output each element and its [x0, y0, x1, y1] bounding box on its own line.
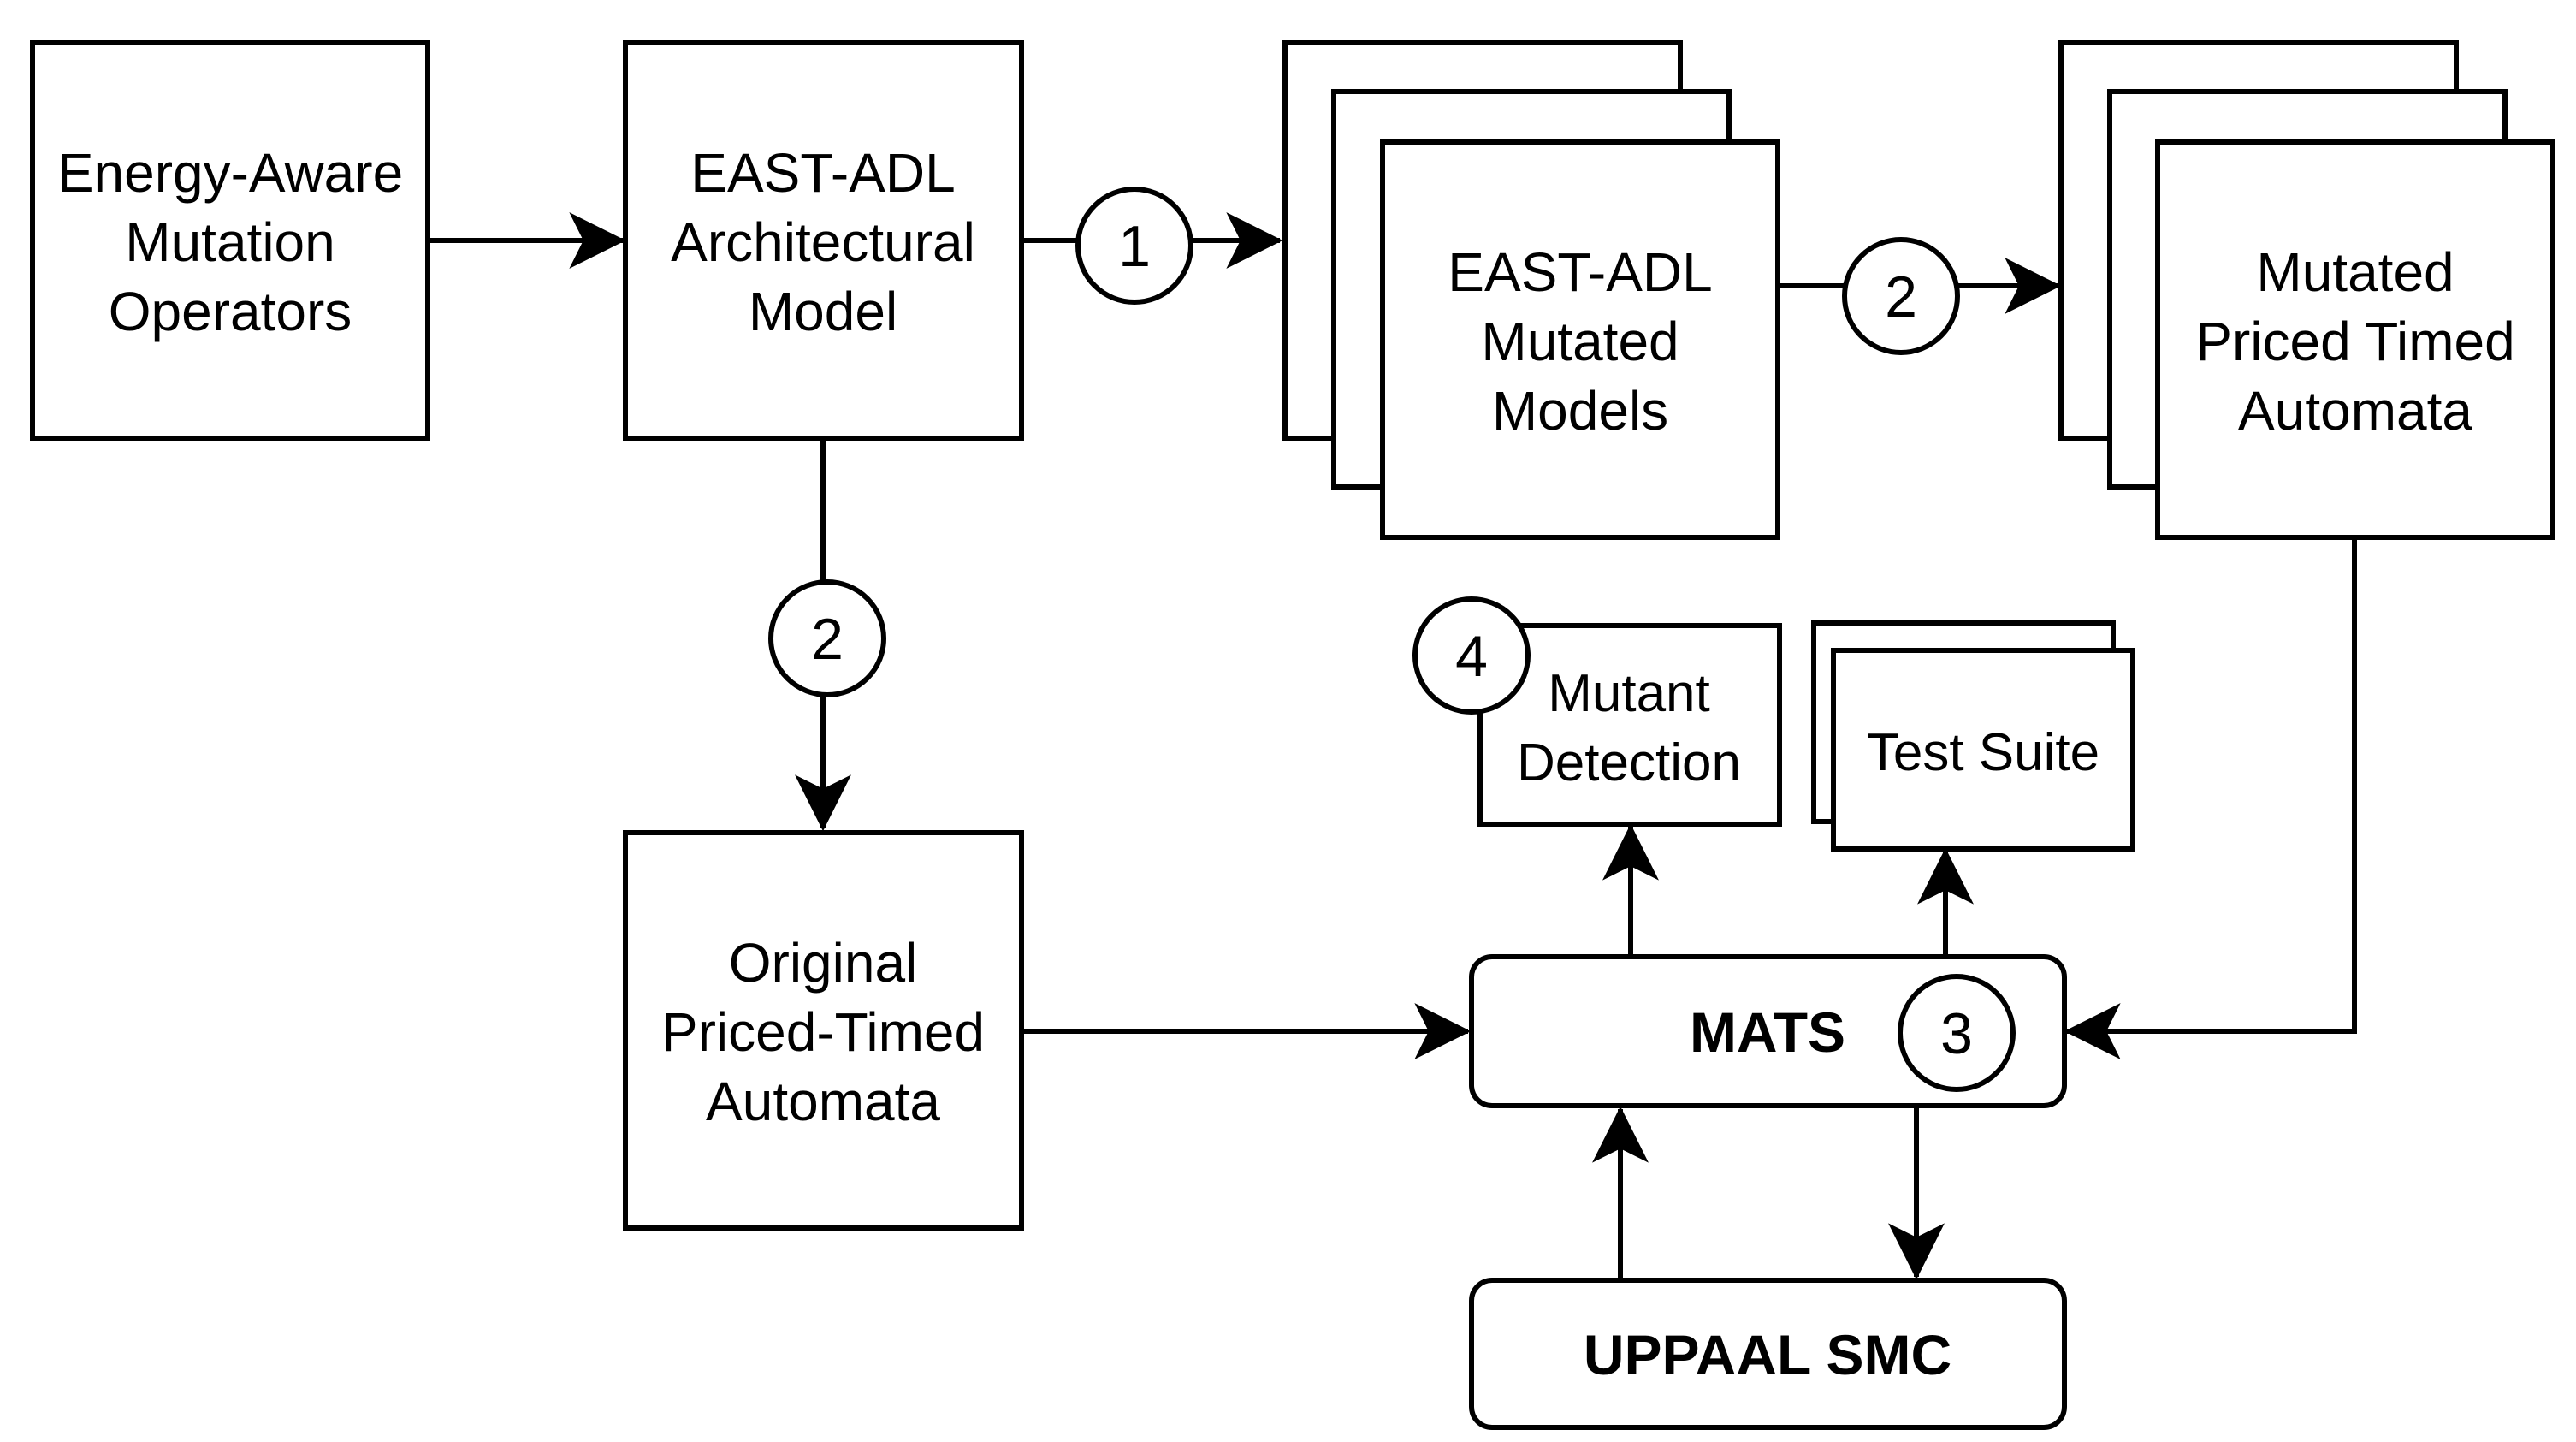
node-mutated-pta-line-3: Automata — [2238, 380, 2472, 442]
step-badge-2-models: 2 — [1842, 237, 1960, 355]
node-test-suite: Test Suite — [1811, 620, 2135, 852]
node-mutated-models-line-1: EAST-ADL — [1448, 241, 1712, 303]
node-uppaal: UPPAAL SMC — [1469, 1278, 2067, 1430]
node-architectural-model-line-3: Model — [749, 281, 897, 342]
step-badge-2-original-label: 2 — [811, 607, 844, 672]
stack-sheet-front — [2155, 139, 2555, 540]
node-operators-line-3: Operators — [109, 281, 352, 342]
step-badge-3: 3 — [1898, 974, 2016, 1092]
node-original-pta: Original Priced-Timed Automata — [623, 830, 1024, 1231]
node-uppaal-label: UPPAAL SMC — [1584, 1323, 1951, 1386]
node-mutated-pta-line-1: Mutated — [2256, 241, 2454, 303]
node-original-pta-line-3: Automata — [706, 1071, 940, 1132]
node-architectural-model-line-2: Architectural — [671, 211, 975, 273]
edge-mutated-pta-to-mats — [2064, 537, 2357, 1059]
node-operators-line-1: Energy-Aware — [57, 142, 403, 204]
node-original-pta-line-1: Original — [729, 932, 918, 994]
stack-sheet-front — [1831, 648, 2135, 852]
node-architectural-model: EAST-ADL Architectural Model — [623, 40, 1024, 441]
step-badge-4: 4 — [1412, 596, 1531, 715]
step-badge-2-original: 2 — [768, 579, 886, 697]
step-badge-1-label: 1 — [1118, 214, 1151, 279]
step-badge-2-models-label: 2 — [1885, 264, 1917, 329]
node-operators: Energy-Aware Mutation Operators — [30, 40, 430, 441]
stack-sheet-front — [1380, 139, 1780, 540]
edges — [428, 212, 2357, 1280]
node-test-suite-label: Test Suite — [1867, 723, 2099, 782]
node-mutated-pta: Mutated Priced Timed Automata — [2058, 40, 2555, 540]
node-mutated-models-line-2: Mutated — [1481, 311, 1679, 372]
node-architectural-model-line-1: EAST-ADL — [690, 142, 955, 204]
node-original-pta-line-2: Priced-Timed — [661, 1001, 985, 1063]
node-mats-label: MATS — [1690, 1000, 1845, 1064]
step-badge-4-label: 4 — [1455, 624, 1488, 689]
step-badge-3-label: 3 — [1940, 1001, 1973, 1066]
node-mutant-detection-line-1: Mutant — [1548, 664, 1710, 723]
node-mutated-pta-line-2: Priced Timed — [2195, 311, 2514, 372]
node-mutated-models-line-3: Models — [1492, 380, 1668, 442]
step-badge-1: 1 — [1075, 187, 1193, 305]
node-operators-line-2: Mutation — [125, 211, 335, 273]
node-mutated-models: EAST-ADL Mutated Models — [1282, 40, 1780, 540]
node-mutant-detection-line-2: Detection — [1517, 733, 1741, 792]
